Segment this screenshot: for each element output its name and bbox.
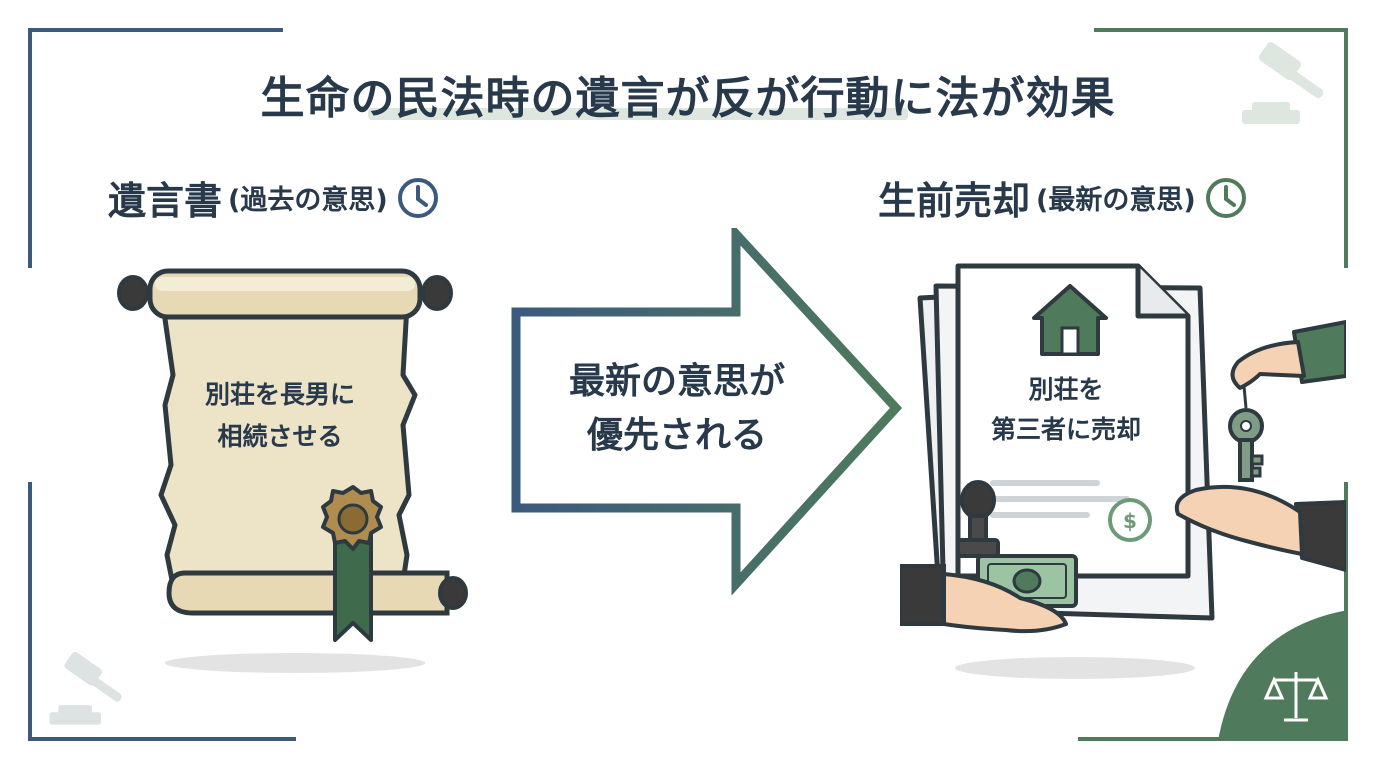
left-heading-sub: (過去の意思) <box>228 185 388 216</box>
hand-icon <box>1230 320 1346 390</box>
right-heading: 生前売却 (最新の意思) <box>878 170 1248 225</box>
left-heading-main: 遺言書 <box>108 179 223 223</box>
scroll-text: 別荘を長男に 相続させる <box>170 374 390 458</box>
title-underline <box>368 108 908 120</box>
svg-text:$: $ <box>1123 509 1137 533</box>
document-illustration: $ <box>900 263 1346 679</box>
page-title: 生命の民法時の遺言が反が行動に法が効果 <box>260 73 1116 124</box>
frame-top-right <box>1094 28 1348 32</box>
house-icon <box>1032 284 1108 356</box>
right-heading-sub: (最新の意思) <box>1036 185 1196 216</box>
frame-left-bottom <box>28 482 32 740</box>
frame-bottom-right <box>1078 737 1348 741</box>
clock-icon <box>396 176 440 220</box>
stamp-icon <box>956 480 1000 558</box>
document-text: 別荘を 第三者に売却 <box>966 370 1166 450</box>
frame-right-top <box>1344 28 1348 268</box>
document-line: 第三者に売却 <box>990 415 1141 444</box>
gavel-icon <box>1242 42 1324 124</box>
hand-icon <box>1174 484 1346 572</box>
scroll-line: 相続させる <box>217 422 343 451</box>
clock-icon <box>1204 176 1248 220</box>
scroll-line: 別荘を長男に <box>204 380 355 409</box>
arrow-text: 最新の意思が 優先される <box>522 355 832 463</box>
frame-left-top <box>28 28 32 268</box>
scales-icon <box>1263 672 1329 722</box>
key-icon <box>1228 385 1264 482</box>
document-line: 別荘を <box>1028 375 1104 404</box>
wax-seal-icon <box>321 485 383 551</box>
scales-corner <box>1218 610 1348 741</box>
arrow-line: 最新の意思が <box>568 361 785 402</box>
frame-bottom-left <box>28 737 296 741</box>
frame-top-left <box>28 28 283 32</box>
scroll-icon <box>117 268 468 673</box>
arrow-icon <box>511 228 903 596</box>
arrow-line: 優先される <box>586 415 767 456</box>
hand-icon <box>900 564 1068 634</box>
right-heading-main: 生前売却 <box>878 179 1031 223</box>
gavel-icon <box>49 651 122 725</box>
left-heading: 遺言書 (過去の意思) <box>108 170 440 225</box>
